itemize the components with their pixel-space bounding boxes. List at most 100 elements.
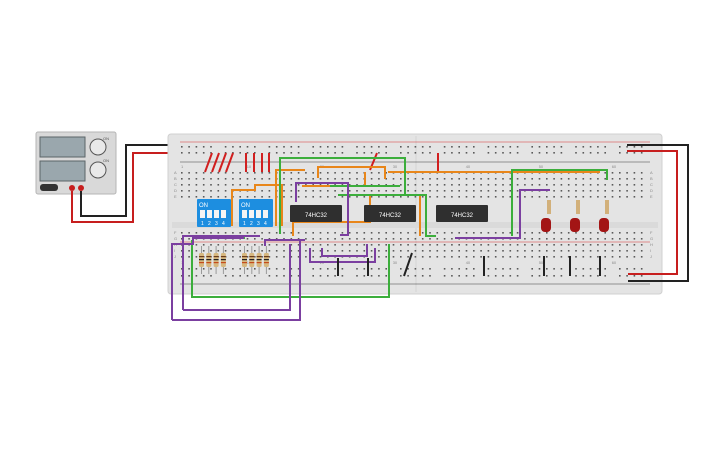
resistor-band (213, 256, 219, 258)
breadboard-hole (502, 178, 504, 180)
breadboard-hole (524, 184, 526, 186)
row-letter: A (174, 170, 177, 175)
breadboard-hole (502, 268, 504, 270)
breadboard-hole (407, 275, 409, 277)
breadboard-hole (217, 250, 220, 252)
breadboard-hole (290, 184, 293, 186)
breadboard-hole (509, 268, 512, 270)
rail-wire-red-right[interactable] (627, 150, 678, 275)
breadboard-hole (312, 244, 314, 246)
breadboard-hole (378, 232, 380, 234)
led-3[interactable] (599, 200, 609, 232)
breadboard-hole (378, 250, 380, 252)
breadboard-hole (473, 244, 475, 246)
breadboard-hole (582, 244, 585, 246)
breadboard-hole (385, 250, 387, 252)
breadboard-hole (531, 184, 533, 186)
power-supply[interactable]: ON ON (35, 131, 117, 195)
breadboard-hole (224, 152, 227, 154)
breadboard-hole (297, 232, 300, 234)
column-number: 30 (393, 260, 398, 265)
orange-wires[interactable] (231, 166, 600, 236)
breadboard-hole (429, 232, 431, 234)
rail-wire-black-right[interactable] (627, 144, 689, 282)
breadboard-hole (283, 275, 285, 277)
breadboard-hole (575, 152, 577, 154)
breadboard-hole (626, 184, 628, 186)
breadboard-hole (334, 146, 336, 148)
breadboard-hole (246, 152, 249, 154)
breadboard-hole (494, 196, 497, 198)
breadboard-hole (480, 190, 482, 192)
chip-3[interactable]: 74HC32 (436, 205, 488, 222)
breadboard-hole (341, 196, 344, 198)
breadboard-hole (232, 172, 234, 174)
resistor-group-1[interactable] (199, 246, 226, 274)
breadboard-hole (327, 244, 329, 246)
breadboard-hole (516, 244, 519, 246)
breadboard-hole (604, 146, 606, 148)
dip-switch-2[interactable]: ON 1 2 3 4 (239, 199, 273, 227)
breadboard-hole (494, 232, 497, 234)
breadboard-hole (312, 172, 314, 174)
breadboard-hole (546, 232, 548, 234)
breadboard-hole (341, 244, 344, 246)
breadboard-hole (611, 256, 614, 258)
breadboard-hole (626, 256, 628, 258)
breadboard-hole (195, 250, 198, 252)
breadboard-hole (195, 146, 198, 148)
breadboard-hole (327, 146, 329, 148)
led-2[interactable] (570, 200, 580, 232)
breadboard-hole (400, 196, 402, 198)
breadboard-hole (582, 256, 585, 258)
supply-wire-black[interactable] (80, 144, 200, 217)
breadboard-hole (370, 172, 373, 174)
resistor-band (263, 256, 269, 258)
breadboard-hole (473, 190, 475, 192)
breadboard-hole (633, 190, 636, 192)
breadboard-hole (619, 275, 621, 277)
breadboard-hole (407, 256, 409, 258)
breadboard-hole (290, 238, 293, 240)
breadboard-hole (560, 232, 563, 234)
breadboard-hole (312, 190, 314, 192)
resistor-group-2[interactable] (242, 246, 269, 274)
breadboard-hole (589, 196, 592, 198)
breadboard-hole (224, 190, 227, 192)
breadboard-hole (487, 184, 490, 186)
breadboard-hole (451, 275, 453, 277)
breadboard-hole (473, 275, 475, 277)
breadboard-hole (640, 196, 643, 198)
breadboard-hole (509, 184, 512, 186)
breadboard-hole (400, 244, 402, 246)
breadboard-hole (290, 146, 293, 148)
breadboard-hole (217, 184, 220, 186)
black-jumpers[interactable] (337, 252, 601, 277)
row-letter: E (650, 194, 653, 199)
column-number: 50 (539, 164, 544, 169)
chip-1[interactable]: 74HC32 (290, 205, 342, 222)
breadboard-hole (619, 172, 621, 174)
supply-wire-red[interactable] (71, 152, 200, 223)
breadboard-hole (334, 178, 336, 180)
breadboard-hole (378, 152, 380, 154)
breadboard-hole (473, 184, 475, 186)
breadboard-hole (254, 146, 256, 148)
breadboard-hole (560, 275, 563, 277)
row-letter: D (174, 188, 177, 193)
breadboard-hole (436, 250, 439, 252)
breadboard-hole (232, 244, 234, 246)
purple-wires[interactable] (171, 182, 550, 321)
breadboard-hole (487, 196, 490, 198)
breadboard-hole (370, 232, 373, 234)
breadboard-hole (619, 196, 621, 198)
breadboard-hole (181, 268, 183, 270)
chip-2[interactable]: 74HC32 (364, 205, 416, 222)
led-1[interactable] (541, 200, 551, 232)
breadboard-hole (261, 178, 263, 180)
breadboard-hole (290, 196, 293, 198)
dip-switch-1[interactable]: ON 1 2 3 4 (197, 199, 231, 227)
breadboard-hole (283, 146, 285, 148)
breadboard-hole (604, 244, 606, 246)
breadboard-hole (597, 250, 599, 252)
